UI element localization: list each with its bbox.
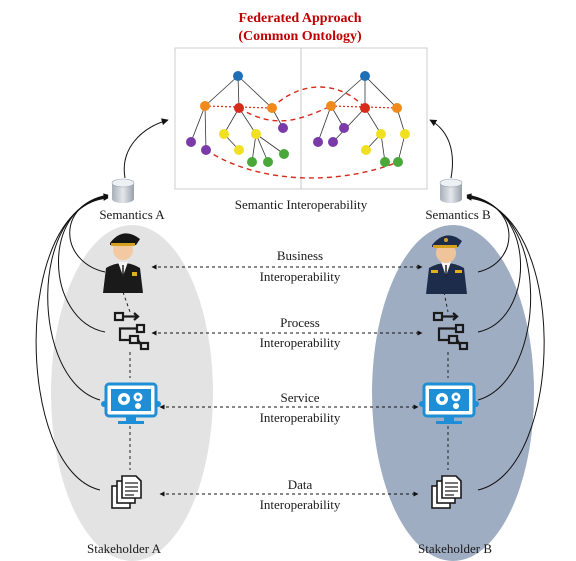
semantic-interoperability-caption: Semantic Interoperability (235, 197, 368, 212)
business-label-1: Business (277, 248, 323, 263)
business-label-2: Interoperability (260, 269, 341, 284)
interoperability-arrows (151, 264, 423, 497)
semantics-b-label: Semantics B (425, 207, 491, 222)
officer-a-icon (103, 233, 143, 293)
documents-icon-b (431, 475, 462, 509)
semantics-a-database-icon (111, 178, 135, 203)
officer-b-icon (426, 235, 467, 294)
process-label-1: Process (280, 315, 320, 330)
title-line-1: Federated Approach (238, 11, 361, 26)
semantics-a-label: Semantics A (99, 207, 165, 222)
semantics-b-database-icon (439, 178, 463, 203)
service-label-2: Interoperability (260, 410, 341, 425)
data-label-2: Interoperability (260, 497, 341, 512)
service-label-1: Service (281, 390, 320, 405)
layer-connectors (122, 291, 449, 470)
semantics-b-to-ontology-arrow (429, 119, 453, 179)
title-line-2: (Common Ontology) (238, 29, 362, 44)
documents-icon-a (111, 475, 142, 509)
process-flow-icon-b (432, 311, 469, 351)
monitor-gears-icon-a (101, 382, 161, 424)
stakeholder-b-label: Stakeholder B (418, 541, 492, 556)
stakeholder-a-label: Stakeholder A (87, 541, 162, 556)
process-label-2: Interoperability (260, 335, 341, 350)
data-label-1: Data (288, 477, 313, 492)
ontology-panel (174, 47, 428, 190)
process-flow-icon-a (113, 311, 150, 351)
semantics-a-to-ontology-arrow (123, 118, 169, 179)
stakeholder-a-semantic-links (35, 193, 109, 491)
stakeholder-b-semantic-links (466, 193, 545, 491)
monitor-gears-icon-b (419, 382, 479, 424)
